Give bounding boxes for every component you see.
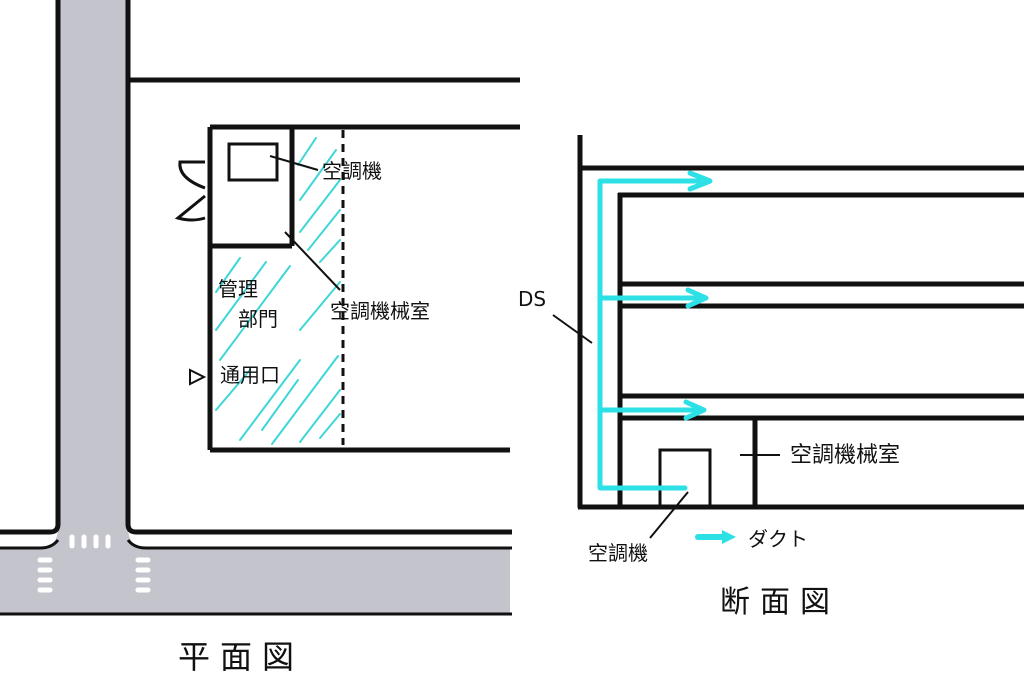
vertical-road-right-edge [125,0,512,535]
entrance-arrow-icon [189,368,207,386]
duct-routes [597,170,713,491]
duct-legend-label: ダクト [748,527,808,551]
ds-leader [552,314,593,344]
section-title: 断面図 [720,585,840,620]
plan-title: 平面図 [178,638,304,676]
crosswalk-left [37,557,53,593]
section-ac-room-label: 空調機械室 [790,443,900,468]
plan-building [207,124,520,453]
plan-ac-room-label: 空調機械室 [330,299,430,323]
hatch-area [215,137,341,445]
duct-legend: ダクト [695,527,808,551]
plan-ac-unit-box [227,142,279,182]
ds-label: DS [518,287,546,311]
plan-ac-unit-label: 空調機 [322,159,382,183]
road-network [0,0,512,616]
vertical-road-left-edge [0,0,61,535]
horizontal-road-edge-upper [0,539,512,550]
duct-legend-arrow-icon [722,530,736,544]
plan-view: 空調機 空調機械室 管理 部門 通用口 平面図 [0,0,520,676]
section-ac-unit-box [658,448,712,509]
management-label-line1: 管理 [218,277,258,301]
section-view: DS 空調機械室 空調機 ダクト 断面図 [518,135,1024,620]
section-ac-unit-leader [649,491,689,539]
plan-ac-room-leader [284,231,341,291]
crosswalk-top [69,534,111,549]
door-symbol [174,160,206,222]
plan-ac-unit-leader [269,155,319,171]
crosswalk-right [135,557,151,593]
section-ac-unit-label: 空調機 [588,541,648,565]
management-label-line2: 部門 [238,307,278,331]
service-entrance-label: 通用口 [220,363,280,387]
